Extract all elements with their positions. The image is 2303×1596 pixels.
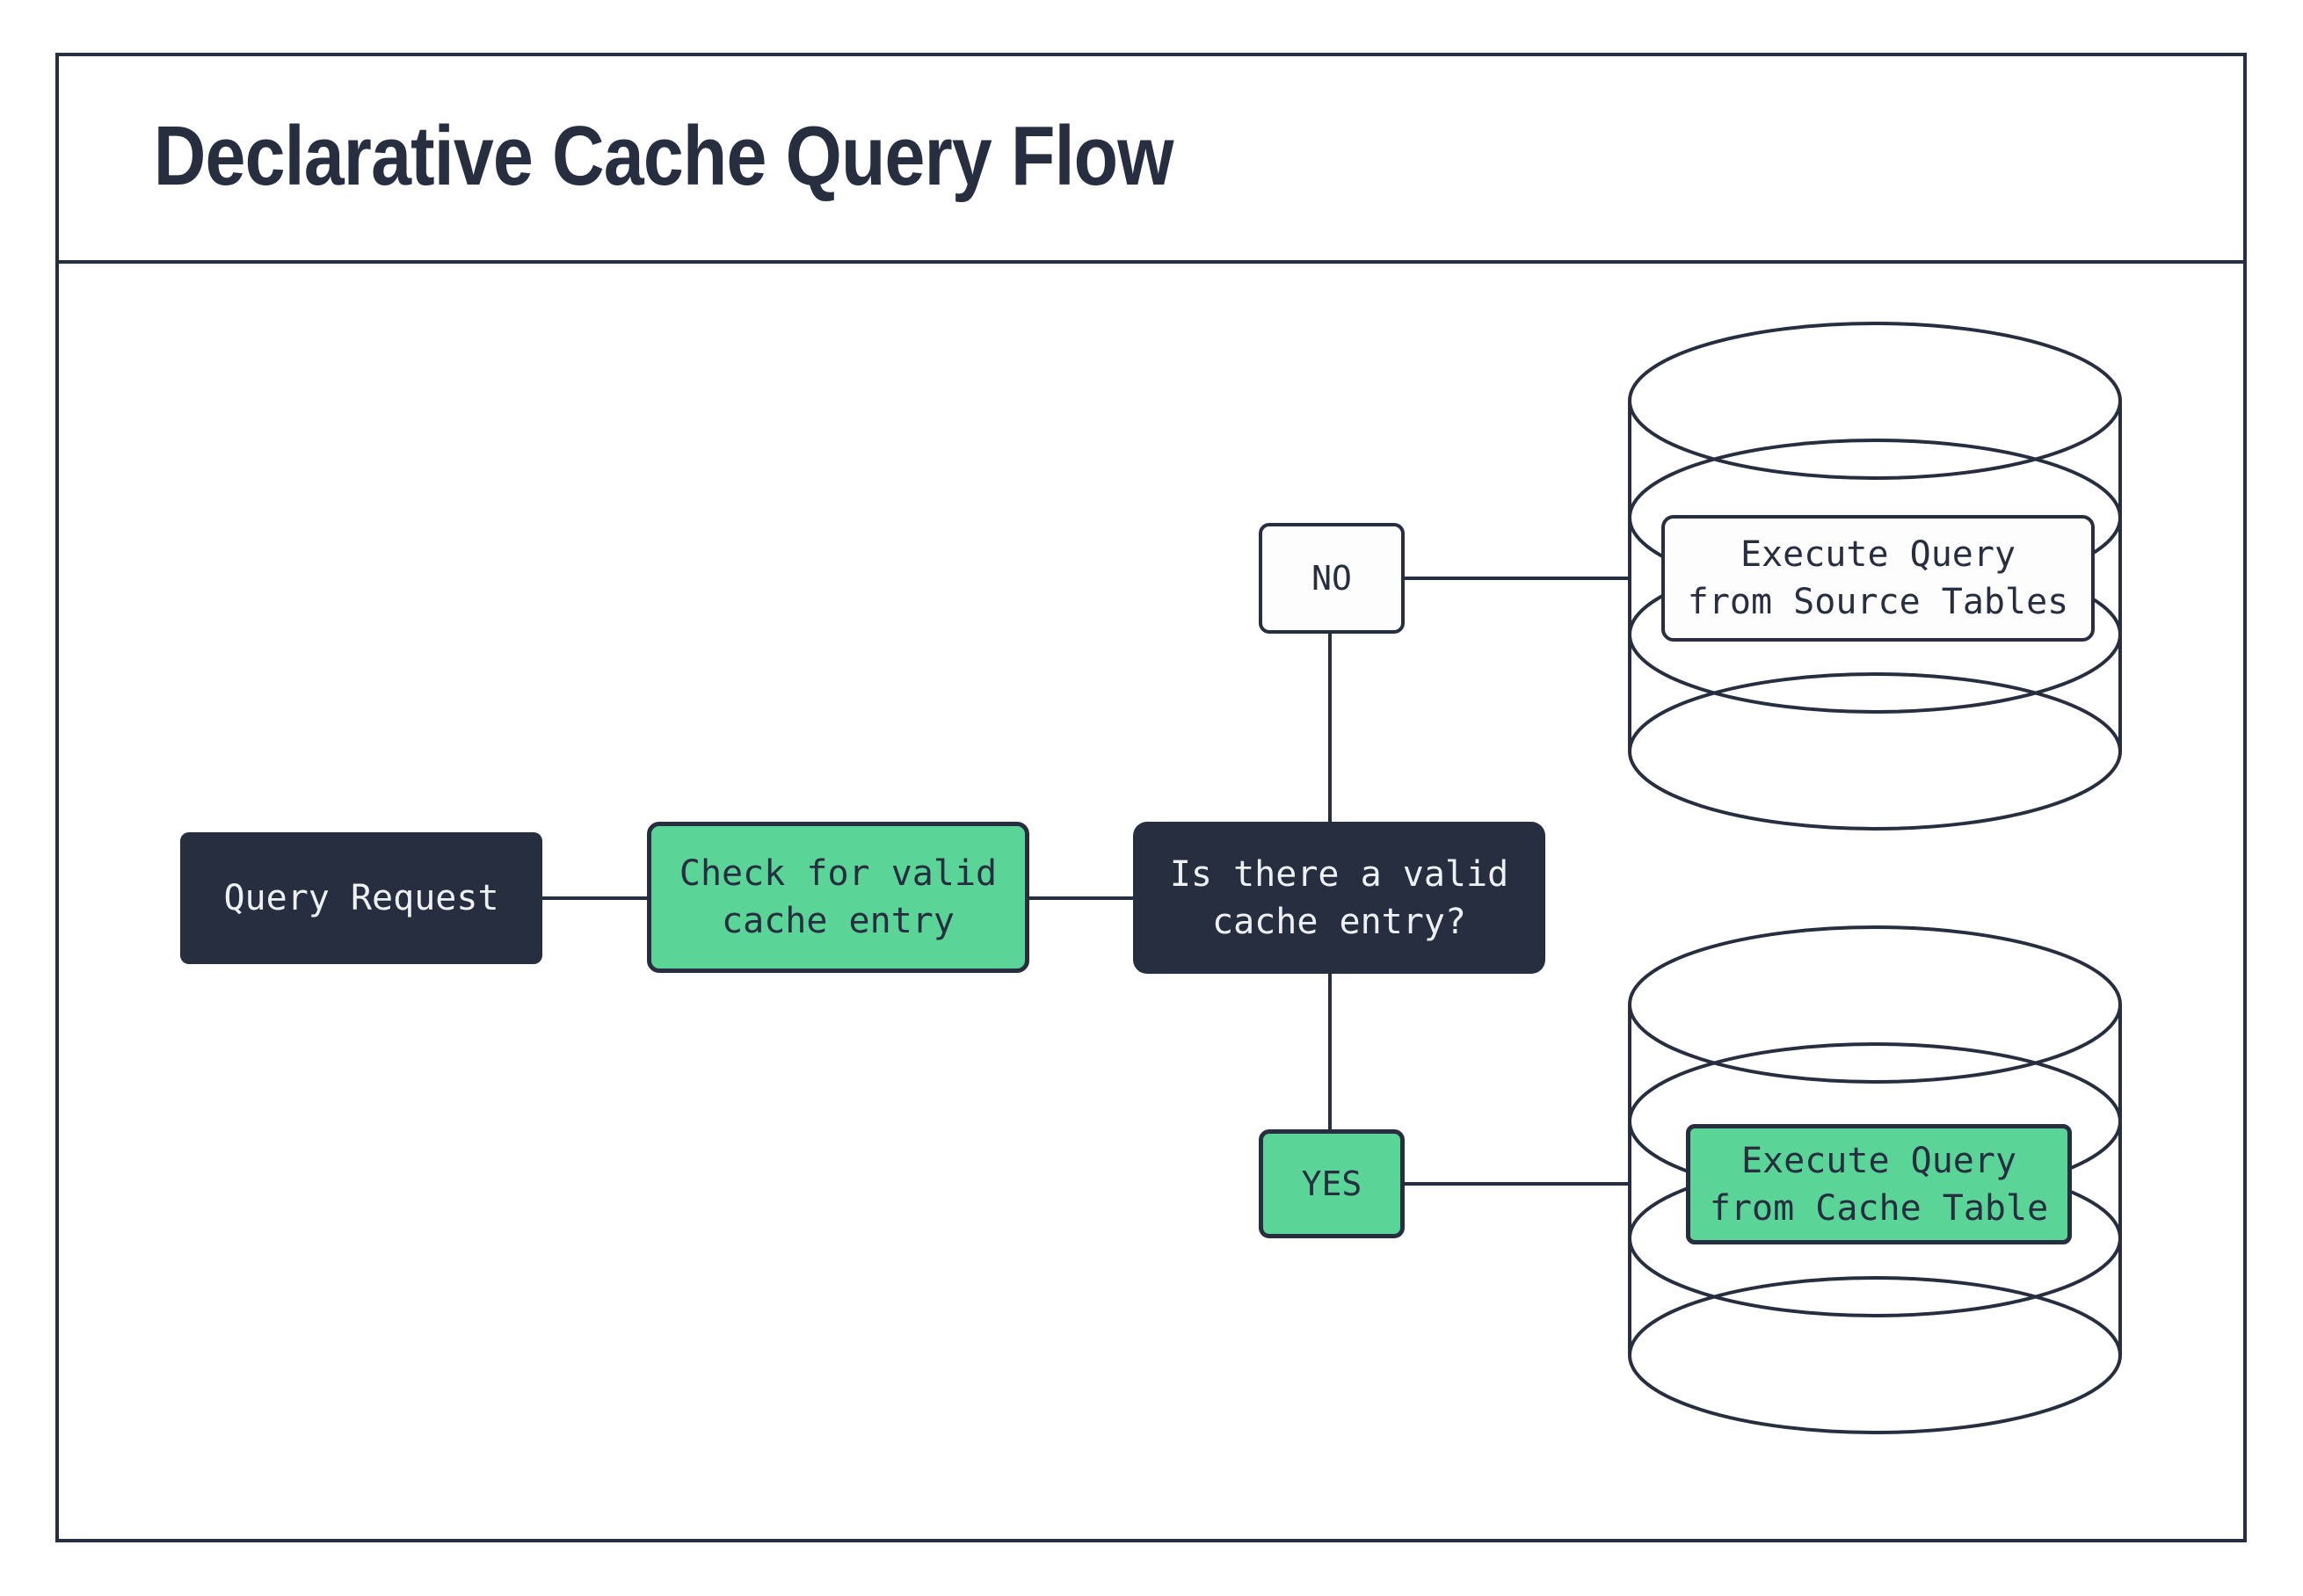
node-execute-cache-table: Execute Query from Cache Table (1686, 1124, 2072, 1244)
node-label-line: from Source Tables (1687, 582, 2069, 622)
branch-badge-no: NO (1259, 523, 1405, 634)
node-valid-cache-question: Is there a valid cache entry? (1133, 822, 1545, 974)
badge-label: YES (1301, 1164, 1362, 1203)
node-label-line: Execute Query (1740, 534, 2016, 575)
badge-label: NO (1311, 559, 1352, 598)
node-label: Query Request (223, 878, 499, 918)
node-query-request: Query Request (180, 832, 542, 964)
node-label-line: cache entry? (1212, 901, 1466, 942)
node-label-line: Is there a valid (1169, 853, 1509, 895)
diagram-title: Declarative Cache Query Flow (153, 109, 1174, 203)
node-label-line: cache entry (722, 901, 955, 941)
node-label-line: Check for valid (679, 853, 998, 894)
diagram-frame (55, 53, 2247, 1542)
branch-badge-yes: YES (1259, 1129, 1405, 1238)
node-label-line: Execute Query (1740, 1140, 2017, 1181)
node-label-line: from Cache Table (1709, 1187, 2049, 1229)
node-execute-source-tables: Execute Query from Source Tables (1661, 515, 2095, 642)
node-check-cache: Check for valid cache entry (647, 822, 1029, 973)
diagram-header: Declarative Cache Query Flow (55, 53, 2247, 264)
